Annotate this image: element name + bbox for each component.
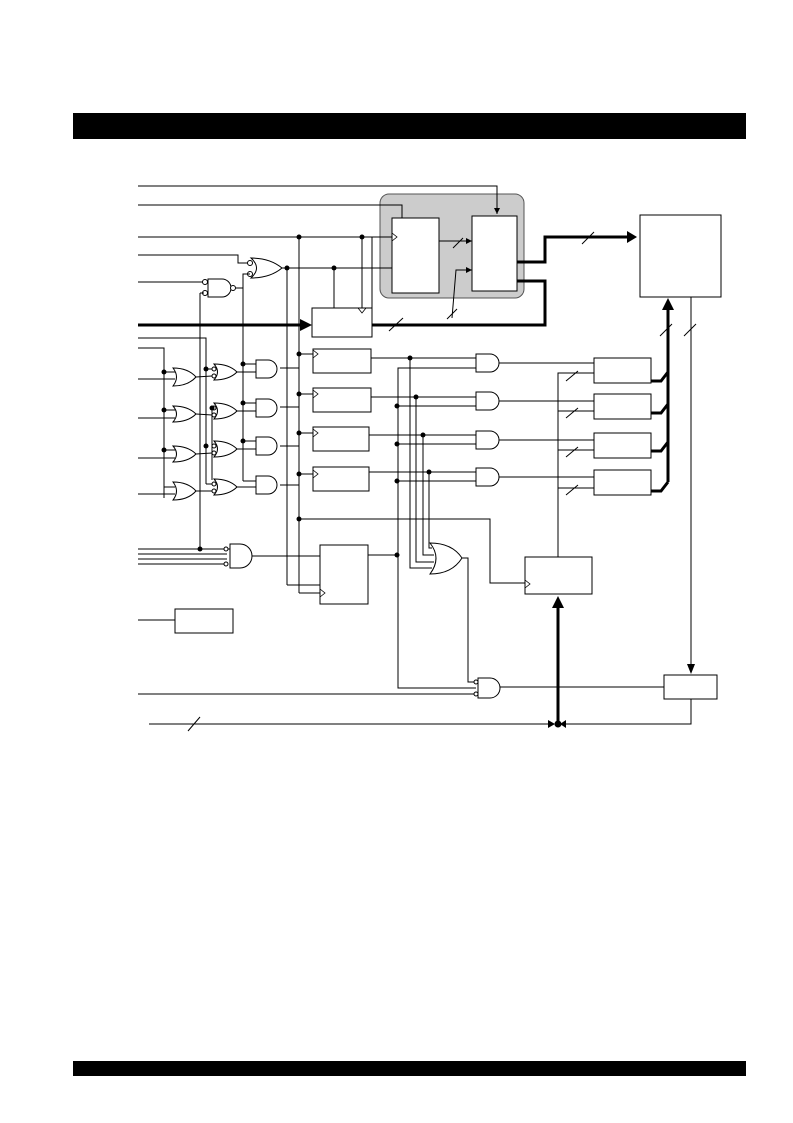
lower-left-block [174, 608, 234, 634]
or-gate-column-2 [195, 338, 238, 496]
output-block [639, 214, 722, 298]
and-gate-bottom [477, 677, 501, 699]
output-register-4 [593, 469, 652, 496]
footer-bar [73, 1061, 746, 1076]
or-gate-4-input [428, 542, 463, 575]
and-gate-4-input [229, 543, 253, 569]
control-block [319, 544, 369, 605]
counter-stage-4 [280, 466, 370, 492]
header-bar [73, 113, 746, 139]
output-mux [663, 674, 718, 700]
counter-stage-1 [280, 348, 372, 374]
and-gate-column-4 [475, 353, 500, 487]
state-register [524, 556, 593, 595]
output-register-1 [593, 357, 652, 384]
register-b [471, 215, 518, 292]
output-register-2 [593, 393, 652, 420]
or-gate [249, 257, 283, 279]
output-register-3 [593, 432, 652, 459]
counter-stage-2 [280, 387, 372, 413]
and-gate-column-3 [237, 288, 278, 495]
register-a [391, 217, 440, 294]
nand-gate [207, 278, 232, 298]
counter-stage-3 [280, 426, 370, 452]
or-gate-column-1 [161, 367, 197, 501]
